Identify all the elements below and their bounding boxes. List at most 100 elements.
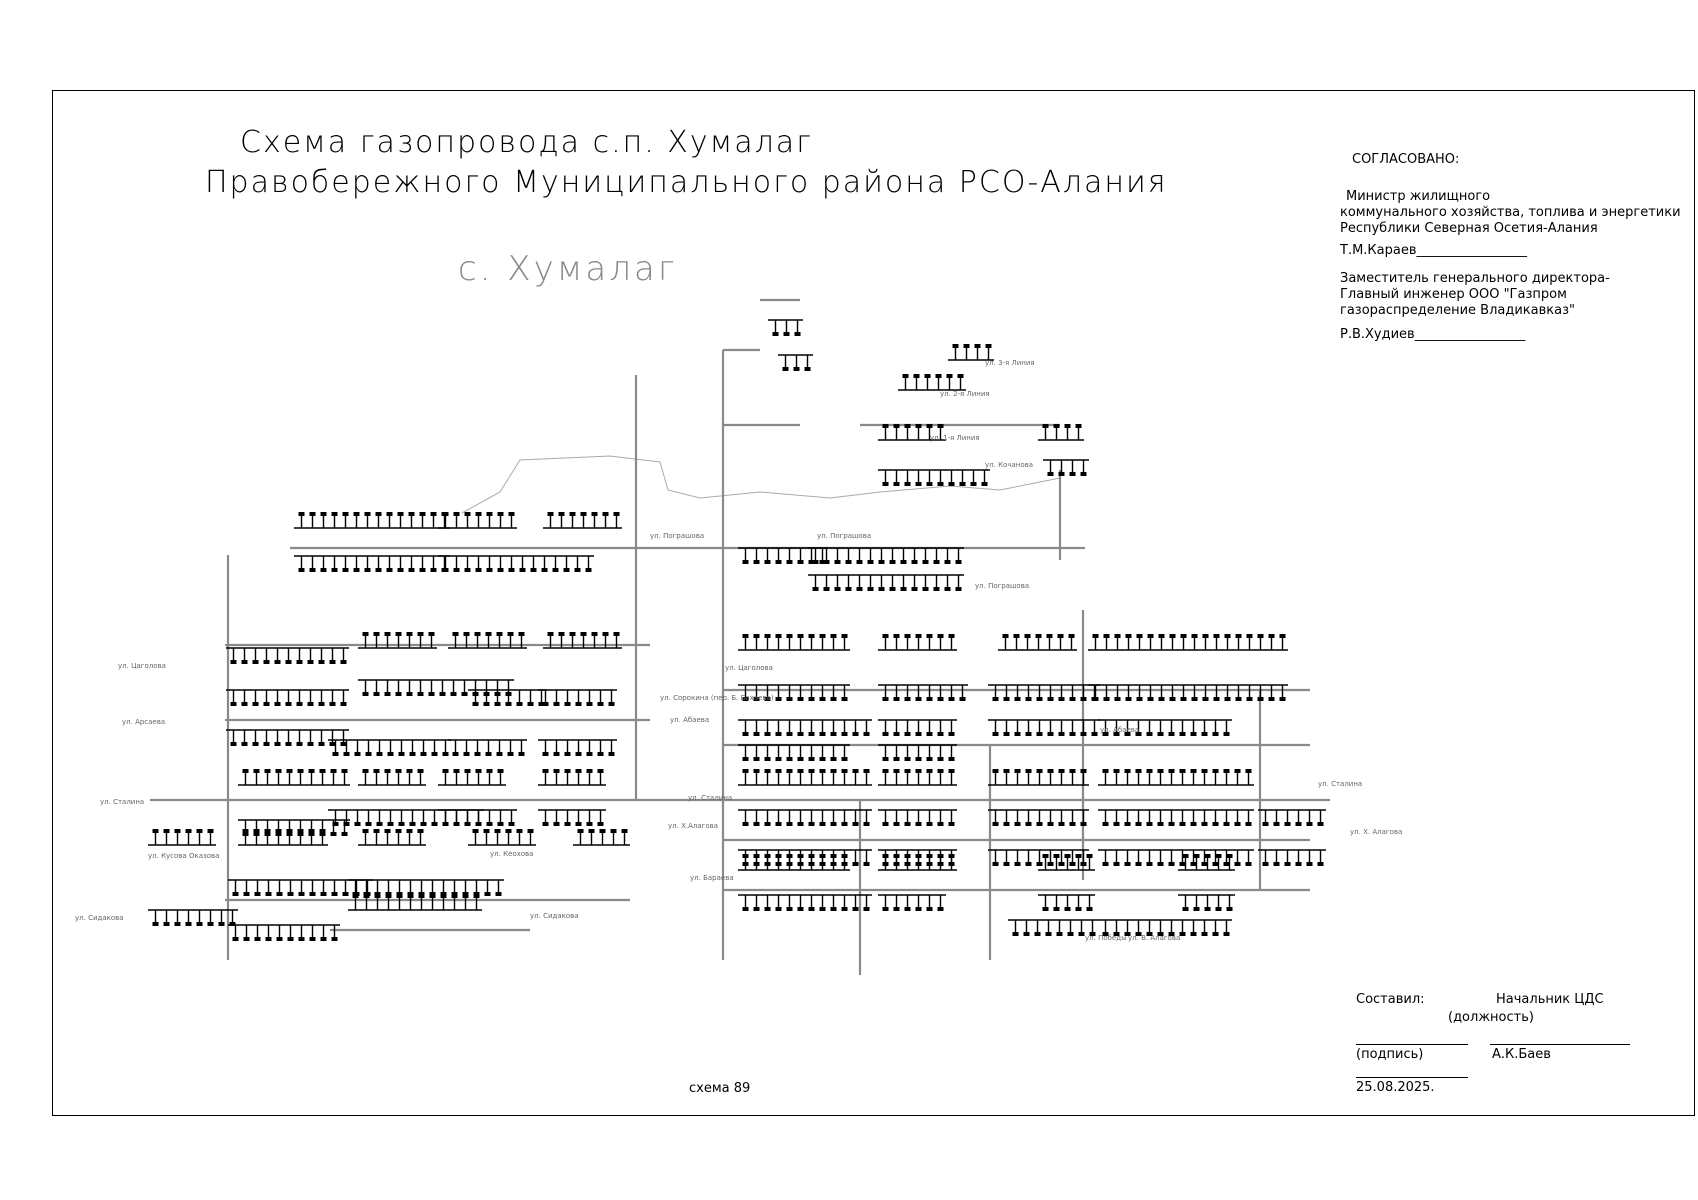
house-meter bbox=[475, 769, 482, 773]
house-meter bbox=[915, 757, 922, 761]
house-meter bbox=[797, 822, 804, 826]
house-row bbox=[878, 769, 957, 786]
house-meter bbox=[955, 560, 962, 564]
house-meter bbox=[742, 560, 749, 564]
house-meter bbox=[819, 907, 826, 911]
house-meter bbox=[417, 692, 424, 696]
house-meter bbox=[1046, 634, 1053, 638]
house-meter bbox=[340, 742, 347, 746]
house-meter bbox=[496, 752, 503, 756]
house-meter bbox=[485, 632, 492, 636]
house-row bbox=[228, 924, 340, 941]
house-meter bbox=[992, 862, 999, 866]
house-meter bbox=[230, 742, 237, 746]
house-meter bbox=[384, 769, 391, 773]
house-meter bbox=[610, 829, 617, 833]
house-row bbox=[358, 829, 426, 846]
house-meter bbox=[1146, 732, 1153, 736]
house-meter bbox=[882, 732, 889, 736]
house-meter bbox=[196, 829, 203, 833]
house-meter bbox=[948, 482, 955, 486]
house-meter bbox=[1058, 769, 1065, 773]
house-meter bbox=[1234, 769, 1241, 773]
house-meter bbox=[1212, 769, 1219, 773]
house-meter bbox=[1102, 862, 1109, 866]
house-row bbox=[148, 909, 238, 926]
house-meter bbox=[1036, 862, 1043, 866]
house-meter bbox=[856, 560, 863, 564]
house-meter bbox=[992, 769, 999, 773]
street-label: ул. Сталина bbox=[688, 794, 732, 802]
house-meter bbox=[373, 829, 380, 833]
house-meter bbox=[442, 568, 449, 572]
house-meter bbox=[775, 854, 782, 858]
house-row bbox=[808, 547, 964, 564]
house-meter bbox=[575, 769, 582, 773]
street-label: ул. Арсаева bbox=[122, 718, 165, 726]
house-meter bbox=[915, 424, 922, 428]
house-row bbox=[1178, 854, 1235, 871]
house-meter bbox=[564, 769, 571, 773]
house-meter bbox=[1003, 769, 1010, 773]
house-meter bbox=[926, 854, 933, 858]
street-label: ул. Х. Алагова bbox=[1350, 828, 1402, 836]
house-meter bbox=[497, 568, 504, 572]
house-row bbox=[778, 354, 813, 371]
house-meter bbox=[1036, 732, 1043, 736]
house-meter bbox=[1135, 862, 1142, 866]
house-row bbox=[898, 374, 966, 391]
house-meter bbox=[915, 907, 922, 911]
house-meter bbox=[926, 732, 933, 736]
house-meter bbox=[786, 854, 793, 858]
house-meter bbox=[1136, 697, 1143, 701]
house-meter bbox=[786, 732, 793, 736]
date-line bbox=[1356, 1077, 1468, 1078]
house-meter bbox=[1003, 862, 1010, 866]
house-meter bbox=[318, 702, 325, 706]
house-meter bbox=[794, 332, 801, 336]
house-meter bbox=[786, 634, 793, 638]
house-meter bbox=[786, 697, 793, 701]
house-meter bbox=[1064, 907, 1071, 911]
house-meter bbox=[1262, 822, 1269, 826]
house-meter bbox=[613, 632, 620, 636]
house-meter bbox=[613, 512, 620, 516]
house-meter bbox=[1158, 634, 1165, 638]
house-meter bbox=[1204, 854, 1211, 858]
house-meter bbox=[430, 568, 437, 572]
house-meter bbox=[586, 822, 593, 826]
house-meter bbox=[992, 697, 999, 701]
house-row bbox=[988, 684, 1100, 701]
house-meter bbox=[196, 922, 203, 926]
house-meter bbox=[553, 752, 560, 756]
house-meter bbox=[1295, 822, 1302, 826]
house-meter bbox=[882, 907, 889, 911]
house-meter bbox=[992, 822, 999, 826]
compiled-position: Начальник ЦДС bbox=[1496, 992, 1604, 1007]
house-meter bbox=[569, 632, 576, 636]
house-meter bbox=[1047, 697, 1054, 701]
house-meter bbox=[296, 660, 303, 664]
house-meter bbox=[1068, 634, 1075, 638]
house-meter bbox=[915, 634, 922, 638]
house-meter bbox=[1245, 862, 1252, 866]
house-meter bbox=[1047, 862, 1054, 866]
house-meter bbox=[297, 829, 304, 833]
house-meter bbox=[1223, 932, 1230, 936]
house-meter bbox=[1306, 862, 1313, 866]
street-label: ул. Пограшова bbox=[650, 532, 704, 540]
street-label: ул. 2-я Линия bbox=[940, 390, 990, 398]
house-meter bbox=[1124, 769, 1131, 773]
house-meter bbox=[841, 822, 848, 826]
house-meter bbox=[1113, 732, 1120, 736]
house-meter bbox=[1234, 862, 1241, 866]
house-meter bbox=[1158, 697, 1165, 701]
house-meter bbox=[1045, 932, 1052, 936]
house-meter bbox=[541, 568, 548, 572]
house-meter bbox=[463, 752, 470, 756]
house-meter bbox=[497, 822, 504, 826]
house-meter bbox=[911, 587, 918, 591]
street-label: ул. Х.Алагова bbox=[668, 822, 718, 830]
title-line-1: Схема газопровода с.п. Хумалаг bbox=[240, 125, 813, 160]
house-row bbox=[294, 512, 450, 529]
